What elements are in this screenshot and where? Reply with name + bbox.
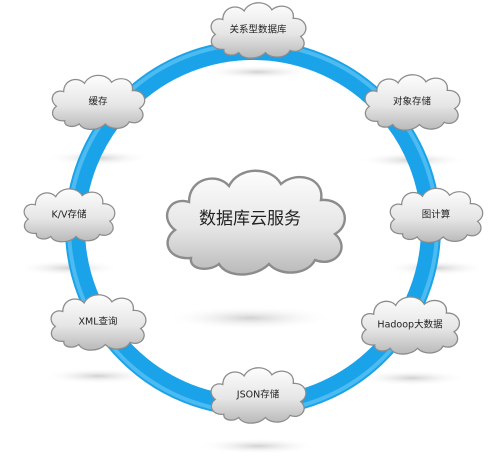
service-node-label: K/V存储 [52,209,87,221]
service-node-label: XML查询 [79,316,118,328]
cloud-shadow [165,306,335,330]
center-cloud-label: 数据库云服务 [199,209,301,229]
service-node-label: 缓存 [88,96,108,108]
service-node-relational[interactable]: 关系型数据库 [210,2,307,59]
service-node-cache[interactable]: 缓存 [51,74,146,131]
cloud-shadow [198,438,318,454]
service-node-label: 对象存储 [393,96,432,108]
service-node-label: JSON存储 [236,389,280,401]
center-cloud[interactable]: 数据库云服务 [165,169,347,276]
service-node-kv[interactable]: K/V存储 [23,188,116,243]
service-node-label: 图计算 [422,209,451,221]
service-node-xml[interactable]: XML查询 [50,294,147,351]
cloud-shadow [43,368,153,384]
service-node-label: 关系型数据库 [229,24,287,36]
service-node-label: Hadoop大数据 [377,319,443,331]
service-node-json[interactable]: JSON存储 [210,367,307,424]
cloud-shadow [17,260,121,276]
service-node-hadoop[interactable]: Hadoop大数据 [360,296,461,355]
service-node-graph[interactable]: 图计算 [389,187,484,244]
cloud-shadow [357,370,467,386]
cloud-shadow [203,65,313,79]
shadows-layer [17,65,488,454]
service-node-object[interactable]: 对象存储 [364,74,461,131]
